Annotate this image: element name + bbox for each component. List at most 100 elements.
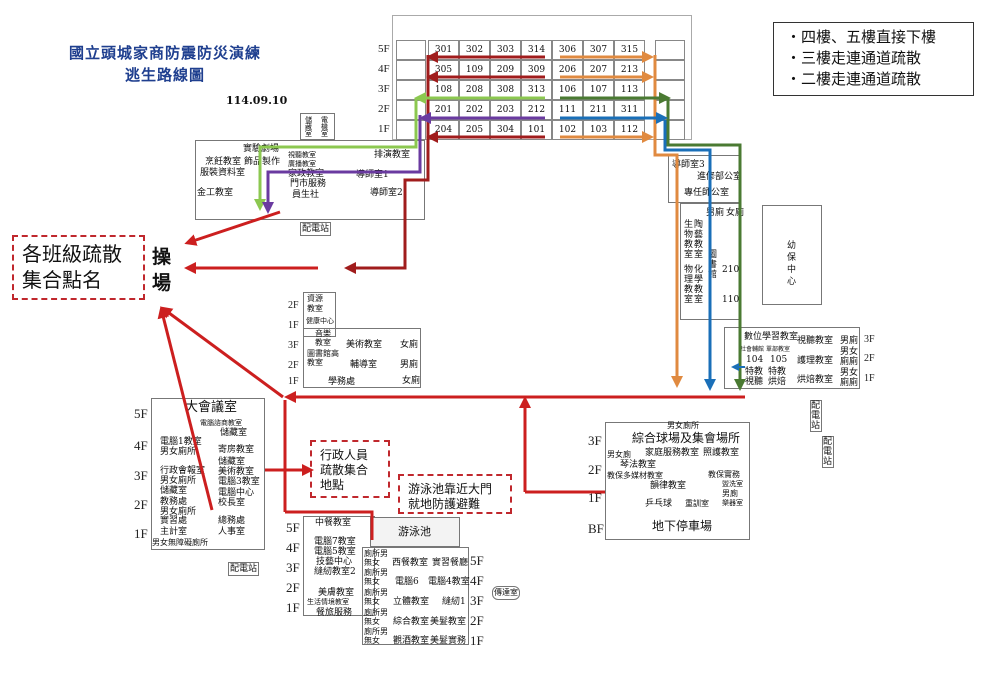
drill-date: 114.09.10 <box>226 94 288 107</box>
kindergarten-label: 幼保中心 <box>787 241 797 287</box>
route-orange-down <box>653 55 683 388</box>
room-label: 校長室 <box>218 498 246 508</box>
classroom-cell: 209 <box>490 60 521 80</box>
floor-label: 5F <box>378 43 390 55</box>
room-label: 視聽教室 <box>288 151 316 159</box>
pool <box>370 517 460 547</box>
room-label: 數位學習教室 <box>744 332 799 342</box>
room-label: 電腦7教室 <box>314 537 356 547</box>
room-label: 排演教室 <box>374 150 411 160</box>
room-label: 廣播教室 <box>288 160 316 168</box>
classroom-cell: 302 <box>459 40 490 60</box>
floor-label: 2F <box>288 360 299 371</box>
room-label: 美髮教室 <box>430 617 467 627</box>
admin-line: 疏散集合 <box>320 463 369 477</box>
room-label: 西餐教室 <box>392 558 429 568</box>
room-label: 儲藏室 <box>220 428 248 438</box>
floor-label: 1F <box>588 490 602 505</box>
classroom-cell: 109 <box>459 60 490 80</box>
room-label: 行政會報室 <box>160 466 206 476</box>
room-label: 社會輔館 <box>740 346 765 353</box>
floor-label: 3F <box>378 83 390 95</box>
room-label: 廁所男無女 <box>364 568 388 586</box>
classroom-cell: 307 <box>583 40 614 60</box>
room-label: 生物教室 <box>684 220 694 260</box>
room-label: 儲藏室 <box>305 116 312 138</box>
room-label: 導師室2 <box>370 188 403 198</box>
room-label: 健康中心 <box>306 317 334 325</box>
sw-building <box>151 398 265 550</box>
room-label: 男廁 <box>400 360 419 370</box>
admin-line: 地點 <box>320 478 345 492</box>
room-label: 大會議室 <box>185 400 238 415</box>
route-to-assembly-1 <box>184 210 281 246</box>
floor-label: 5F <box>470 553 484 568</box>
room-label: 輔導室 <box>350 360 378 370</box>
room-label: 陶藝教室 <box>694 220 704 260</box>
pool-label: 游泳池 <box>398 525 431 538</box>
classroom-cell: 306 <box>552 40 583 60</box>
route-purple-down <box>262 115 422 214</box>
classroom-cell: 206 <box>552 60 583 80</box>
power-station-label: 配電站 <box>810 400 822 432</box>
floor-label: 5F <box>134 406 148 421</box>
room-label: 男女廁所 <box>160 476 197 486</box>
room-label: 男女廁所 <box>667 421 699 430</box>
room-label: 飾品製作 <box>244 157 281 167</box>
room-label: 儲藏室 <box>218 457 246 467</box>
kindergarten-building <box>762 205 822 305</box>
floor-label: 1F <box>288 320 299 331</box>
power-station-label: 配電站 <box>228 562 260 576</box>
room-label: 電腦5教室 <box>314 547 356 557</box>
room-label: 電腦4教室 <box>428 577 470 587</box>
room-label: 主計室 <box>160 527 188 537</box>
floor-label: 4F <box>134 438 148 453</box>
classroom-cell: 101 <box>521 120 552 140</box>
route-pool <box>285 510 374 540</box>
power-station-label: 配電站 <box>822 436 834 468</box>
room-label: 男廁 <box>706 208 725 218</box>
classroom-cell: 205 <box>459 120 490 140</box>
room-label: 電腦諮商教室 <box>200 419 242 427</box>
pool-note-line: 游泳池靠近大門 <box>408 482 493 496</box>
floor-label: BF <box>588 521 604 536</box>
floor-label: 1F <box>864 373 875 384</box>
floor-label: 3F <box>470 593 484 608</box>
room-label: 電機室 <box>321 116 328 138</box>
room-label: 綜合教室 <box>393 617 430 627</box>
room-label: 門市服務 <box>290 179 327 189</box>
room-label: 韻律教室 <box>650 481 687 491</box>
room-label: 視聽教室 <box>797 336 834 346</box>
room-label: 特教烘焙 <box>768 367 787 387</box>
room-label: 導師室1 <box>356 170 389 180</box>
room-label: 女廁 <box>400 340 419 350</box>
classroom-cell: 207 <box>583 60 614 80</box>
room-label: 立體教室 <box>393 597 430 607</box>
room-label: 盥洗室 <box>722 480 743 488</box>
room-label: 105 <box>770 355 788 365</box>
room-label: 110 <box>722 295 740 305</box>
floor-label: 2F <box>470 613 484 628</box>
room-label: 專任師公室 <box>684 188 730 198</box>
legend-item: ・四樓、五樓直接下樓 <box>786 28 937 46</box>
map-subtitle: 逃生路線圖 <box>124 66 205 84</box>
room-label: 觀酒教室 <box>393 636 430 646</box>
route-green-down <box>254 98 418 211</box>
room-label: 照護教室 <box>703 448 740 458</box>
west-small-rooms <box>300 113 335 140</box>
room-label: 廁所男無女 <box>364 549 388 567</box>
pool-note-box: 游泳池靠近大門 就地防護避難 <box>398 474 512 514</box>
room-label: 單部教室 <box>766 346 791 353</box>
room-label: 烘焙教室 <box>797 375 834 385</box>
classroom-cell: 314 <box>521 40 552 60</box>
room-label: 210 <box>722 265 740 275</box>
mid-building <box>303 328 421 388</box>
room-label: 美術教室 <box>346 340 383 350</box>
floor-label: 4F <box>470 573 484 588</box>
classroom-cell: 301 <box>428 40 459 60</box>
room-label: 護理教室 <box>797 356 834 366</box>
floor-label: 3F <box>134 468 148 483</box>
room-label: 烹飪教室 <box>205 157 242 167</box>
classroom-cell: 304 <box>490 120 521 140</box>
